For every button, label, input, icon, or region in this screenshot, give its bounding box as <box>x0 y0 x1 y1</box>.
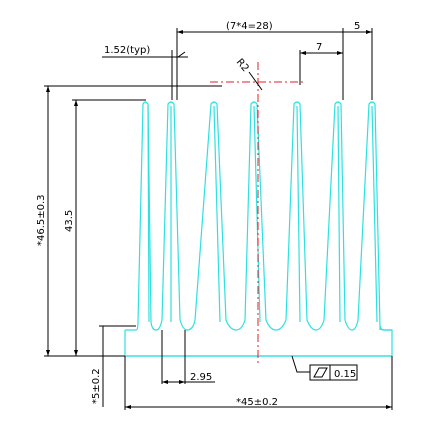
dim-fin-height: 43.5 <box>64 210 75 232</box>
dim-overall-width: *45±0.2 <box>236 397 278 408</box>
dim-pitch-span: (7*4=28) <box>226 21 273 32</box>
dim-overall-height: *46.5±0.3 <box>36 194 47 246</box>
dimension-lines <box>44 28 393 410</box>
dim-fin-pitch: 7 <box>316 42 322 53</box>
flatness-tolerance: 0.15 <box>334 369 356 380</box>
fin-inner-lines <box>147 105 378 323</box>
fin-outline <box>125 101 392 331</box>
dim-base-thickness: *5±0.2 <box>91 368 102 404</box>
flatness-icon <box>313 367 328 378</box>
flatness-callout: 0.15 <box>309 364 358 381</box>
dim-root-gap: 2.95 <box>190 372 212 383</box>
heatsink-profile <box>124 101 393 357</box>
dim-fin-thickness: 1.52(typ) <box>104 45 150 56</box>
dim-radius: R2 <box>234 57 251 74</box>
dim-right-gap: 5 <box>354 21 360 32</box>
centerlines <box>210 62 303 366</box>
